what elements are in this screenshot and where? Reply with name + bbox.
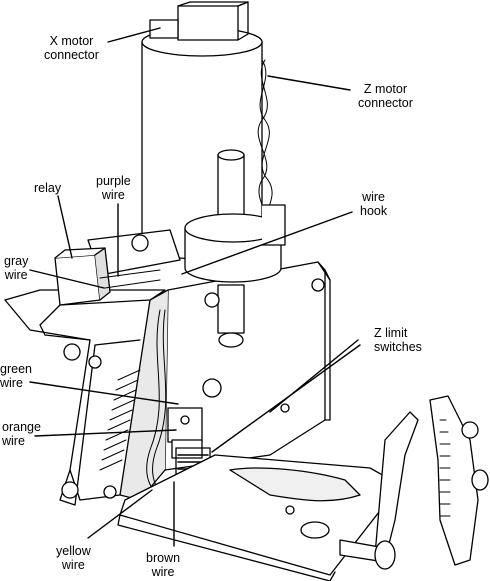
label-purple-line1: purple — [96, 174, 131, 188]
label-orange-line1: orange — [2, 420, 41, 434]
label-brown-wire: brown wire — [146, 551, 180, 579]
leader-z-motor — [267, 75, 351, 91]
label-wire-hook-line1: wire — [362, 190, 386, 204]
leader-gray — [29, 269, 105, 289]
label-x-motor-line2: connector — [44, 48, 99, 62]
label-z-limit-line2: switches — [374, 340, 422, 354]
label-orange-line2: wire — [2, 434, 25, 448]
leader-yellow — [87, 489, 153, 539]
label-wire-hook-line2: hook — [360, 204, 388, 218]
frame-body — [119, 261, 331, 501]
label-green-line1: green — [0, 362, 32, 376]
label-x-motor-line1: X motor — [49, 34, 94, 48]
leader-x-motor — [107, 27, 161, 43]
label-z-motor-line2: connector — [358, 96, 413, 110]
label-purple-wire: purple wire — [96, 174, 131, 202]
label-yellow-wire: yellow wire — [56, 544, 91, 572]
label-green-line2: wire — [0, 376, 23, 390]
label-gray-line2: wire — [4, 268, 28, 282]
left-plate — [4, 289, 166, 506]
label-purple-line2: wire — [101, 188, 125, 202]
leader-relay — [57, 195, 73, 259]
label-green-wire: green wire — [0, 362, 32, 390]
relay-assembly — [54, 229, 181, 306]
label-yellow-line1: yellow — [56, 544, 91, 558]
leader-lines — [29, 27, 361, 547]
leader-green — [29, 381, 179, 405]
label-relay-line1: relay — [34, 181, 62, 195]
base-plate — [117, 454, 401, 581]
label-z-limit-switches: Z limit switches — [374, 326, 422, 354]
leader-z-limit-2 — [211, 344, 361, 453]
label-orange-wire: orange wire — [2, 420, 41, 448]
label-brown-line2: wire — [151, 565, 175, 579]
label-gray-line1: gray — [4, 254, 29, 268]
label-z-limit-line1: Z limit — [374, 326, 408, 340]
label-z-motor-connector: Z motor connector — [358, 82, 413, 110]
label-z-motor-line1: Z motor — [363, 82, 407, 96]
label-wire-hook: wire hook — [360, 190, 387, 218]
label-x-motor-connector: X motor connector — [44, 34, 99, 62]
leader-orange — [34, 429, 177, 437]
leader-wire-hook — [181, 211, 353, 275]
label-relay: relay — [34, 181, 61, 195]
z-carriage — [202, 284, 245, 398]
label-brown-line1: brown — [146, 551, 181, 565]
label-yellow-line2: wire — [61, 558, 85, 572]
label-gray-wire: gray wire — [4, 254, 28, 282]
clamp-jaws — [339, 395, 489, 570]
